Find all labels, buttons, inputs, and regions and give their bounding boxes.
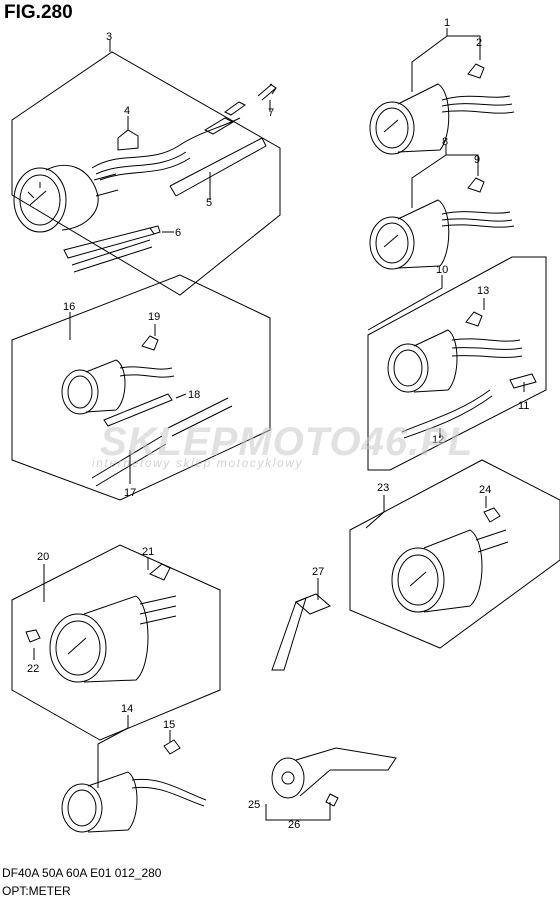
holder-25 xyxy=(271,747,397,799)
gauge-23 xyxy=(391,529,509,613)
callout-1: 1 xyxy=(444,17,450,29)
callout-9: 9 xyxy=(474,154,480,166)
callout-15: 15 xyxy=(163,719,175,731)
callout-2: 2 xyxy=(476,37,482,49)
watermark-tagline: internetowy sklep motocyklowy xyxy=(92,456,304,470)
callout-3: 3 xyxy=(106,31,112,43)
bulb-24 xyxy=(483,507,501,523)
callout-23: 23 xyxy=(377,482,389,494)
kit-frame-10 xyxy=(367,256,547,471)
figure-title: FIG.280 xyxy=(4,2,73,23)
gauge-1 xyxy=(369,83,515,155)
callout-18: 18 xyxy=(188,389,200,401)
leader-lines xyxy=(33,28,525,821)
callout-13: 13 xyxy=(477,285,489,297)
bulb-19 xyxy=(141,335,159,351)
callout-7: 7 xyxy=(268,107,274,119)
kit-frame-3 xyxy=(11,51,281,296)
bulb-9 xyxy=(467,177,485,193)
callout-14: 14 xyxy=(121,703,133,715)
callout-6: 6 xyxy=(175,227,181,239)
kit-frame-16 xyxy=(11,274,271,501)
tube-17-a xyxy=(167,397,233,437)
screw-7 xyxy=(257,83,277,101)
harness-12 xyxy=(401,389,493,439)
callout-19: 19 xyxy=(148,311,160,323)
callout-21: 21 xyxy=(142,546,154,558)
callout-5: 5 xyxy=(206,197,212,209)
long-tube-3 xyxy=(71,239,153,273)
tube-17-b xyxy=(91,435,167,487)
callout-25: 25 xyxy=(248,799,260,811)
callout-20: 20 xyxy=(37,551,49,563)
callout-labels: 1 2 3 4 5 6 7 8 9 10 11 12 13 14 15 16 1… xyxy=(27,17,529,831)
callout-10: 10 xyxy=(436,264,448,276)
kit-frame-23 xyxy=(349,459,560,649)
connector-11 xyxy=(509,373,537,389)
screw-26 xyxy=(325,793,339,807)
callout-26: 26 xyxy=(288,819,300,831)
callout-4: 4 xyxy=(124,105,130,117)
gauge-8 xyxy=(369,199,515,270)
gauge-20 xyxy=(49,595,177,683)
figure-name: OPT:METER xyxy=(2,884,71,898)
harness-wires-3 xyxy=(91,101,246,181)
cable-tie-18 xyxy=(103,393,173,427)
callout-17: 17 xyxy=(124,487,136,499)
bracket-27 xyxy=(271,593,331,671)
callout-24: 24 xyxy=(479,484,491,496)
bulb-2 xyxy=(467,63,485,79)
callout-16: 16 xyxy=(63,301,75,313)
callout-11: 11 xyxy=(518,400,529,412)
callout-12: 12 xyxy=(432,434,444,446)
watermark-brand: SKLEPMOTO46.PL xyxy=(100,420,474,464)
bulb-15 xyxy=(163,739,181,755)
bulb-13 xyxy=(465,311,483,327)
model-code: DF40A 50A 60A E01 012_280 xyxy=(2,866,162,880)
callout-27: 27 xyxy=(312,566,324,578)
gauge-10 xyxy=(387,329,523,393)
callout-22: 22 xyxy=(27,663,39,675)
gauge-16 xyxy=(61,359,175,415)
bulb-21 xyxy=(149,563,171,581)
bulb-22 xyxy=(25,629,41,643)
tachometer-gauge-3 xyxy=(13,164,119,233)
gauge-14 xyxy=(61,771,207,833)
callout-8: 8 xyxy=(442,136,448,148)
kit-frame-20 xyxy=(11,544,221,741)
tube-5 xyxy=(169,137,267,197)
cable-tie-6 xyxy=(63,225,161,259)
